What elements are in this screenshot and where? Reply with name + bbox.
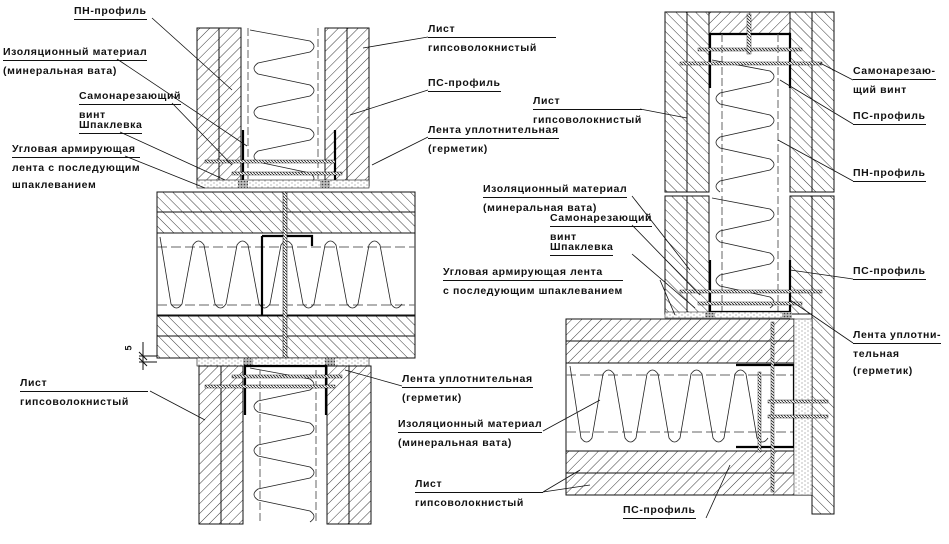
leader-line — [171, 102, 233, 166]
label-screw-right: Самонарезаю- щий винт — [853, 65, 936, 96]
label-insulation-left: Изоляционный материал (минеральная вата) — [3, 46, 148, 77]
leader-line — [149, 390, 206, 421]
leader-line — [631, 224, 701, 296]
leader-line — [116, 58, 248, 147]
right-node — [565, 11, 835, 515]
label-insulation-right-top: Изоляционный материал (минеральная вата) — [483, 183, 628, 214]
label-putty-left: Шпаклевка — [79, 118, 143, 134]
label-ps-profile-right-mid: ПС-профиль — [853, 264, 926, 280]
left-cross-wall — [156, 191, 416, 361]
label-pn-profile-left: ПН-профиль — [74, 4, 147, 20]
label-sheet-bottom-right: Лист гипсоволокнистый — [415, 477, 543, 510]
label-pn-profile-right: ПН-профиль — [853, 166, 926, 182]
leader-line — [542, 484, 591, 493]
right-horizontal-wall — [565, 318, 829, 496]
leader-line — [779, 79, 854, 125]
leader-line — [119, 131, 226, 181]
label-ps-profile-bottom-right: ПС-профиль — [623, 503, 696, 519]
leader-line — [371, 136, 429, 166]
ps-profile-lower — [243, 364, 328, 415]
label-putty-right: Шпаклевка — [550, 240, 614, 256]
leader-line — [344, 369, 403, 387]
label-sheet-top-right: Лист гипсоволокнистый — [533, 95, 642, 126]
label-sealing-tape-bottom-left: Лента уплотнительная (герметик) — [402, 373, 533, 404]
insulation-wool-right-horizontal — [569, 365, 769, 443]
leader-line — [362, 36, 429, 49]
label-sealing-tape-top-left: Лента уплотнительная (герметик) — [428, 124, 559, 155]
dimension-label: 5 — [123, 345, 134, 351]
label-insulation-right-bottom: Изоляционный материал (минеральная вата) — [398, 418, 543, 449]
leader-line — [631, 253, 696, 309]
label-corner-tape-left: Угловая армирующая лента с последующим ш… — [12, 143, 141, 191]
label-sealing-tape-right: Лента уплотни- тельная (герметик) — [853, 329, 942, 377]
leader-line — [349, 89, 429, 116]
leader-line — [639, 108, 688, 119]
leader-line — [789, 299, 854, 344]
leader-line — [542, 399, 601, 432]
leader-lines — [116, 17, 854, 519]
insulation-wool-right-middle — [711, 197, 775, 309]
leader-line — [789, 269, 854, 280]
leader-line — [659, 279, 676, 316]
insulation-wool-lower — [249, 367, 315, 523]
leader-line — [151, 17, 233, 91]
label-screw-left: Самонарезающий винт — [79, 90, 182, 121]
leader-line — [124, 155, 206, 189]
label-sheet-top-left: Лист гипсоволокнистый — [428, 22, 556, 55]
right-middle-wall — [664, 195, 835, 515]
leader-line — [705, 464, 731, 519]
label-ps-profile-left: ПС-профиль — [428, 76, 501, 92]
right-upper-wall — [664, 11, 835, 193]
leader-line — [777, 139, 854, 182]
label-ps-profile-right-top: ПС-профиль — [853, 109, 926, 125]
left-upper-wall — [196, 27, 370, 189]
label-corner-tape-right: Угловая армирующая лента с последующим ш… — [443, 266, 623, 297]
label-screw-right-left: Самонарезающий винт — [550, 212, 653, 243]
leader-line — [542, 469, 581, 493]
left-node — [138, 27, 416, 525]
insulation-wool-right-upper — [711, 59, 775, 193]
leader-line — [819, 62, 854, 81]
label-sheet-bottom-left: Лист гипсоволокнистый — [20, 376, 148, 409]
dimension-5mm — [138, 342, 157, 370]
ps-profile-upper — [241, 130, 337, 187]
left-lower-wall — [196, 357, 372, 525]
leader-line — [631, 195, 691, 271]
